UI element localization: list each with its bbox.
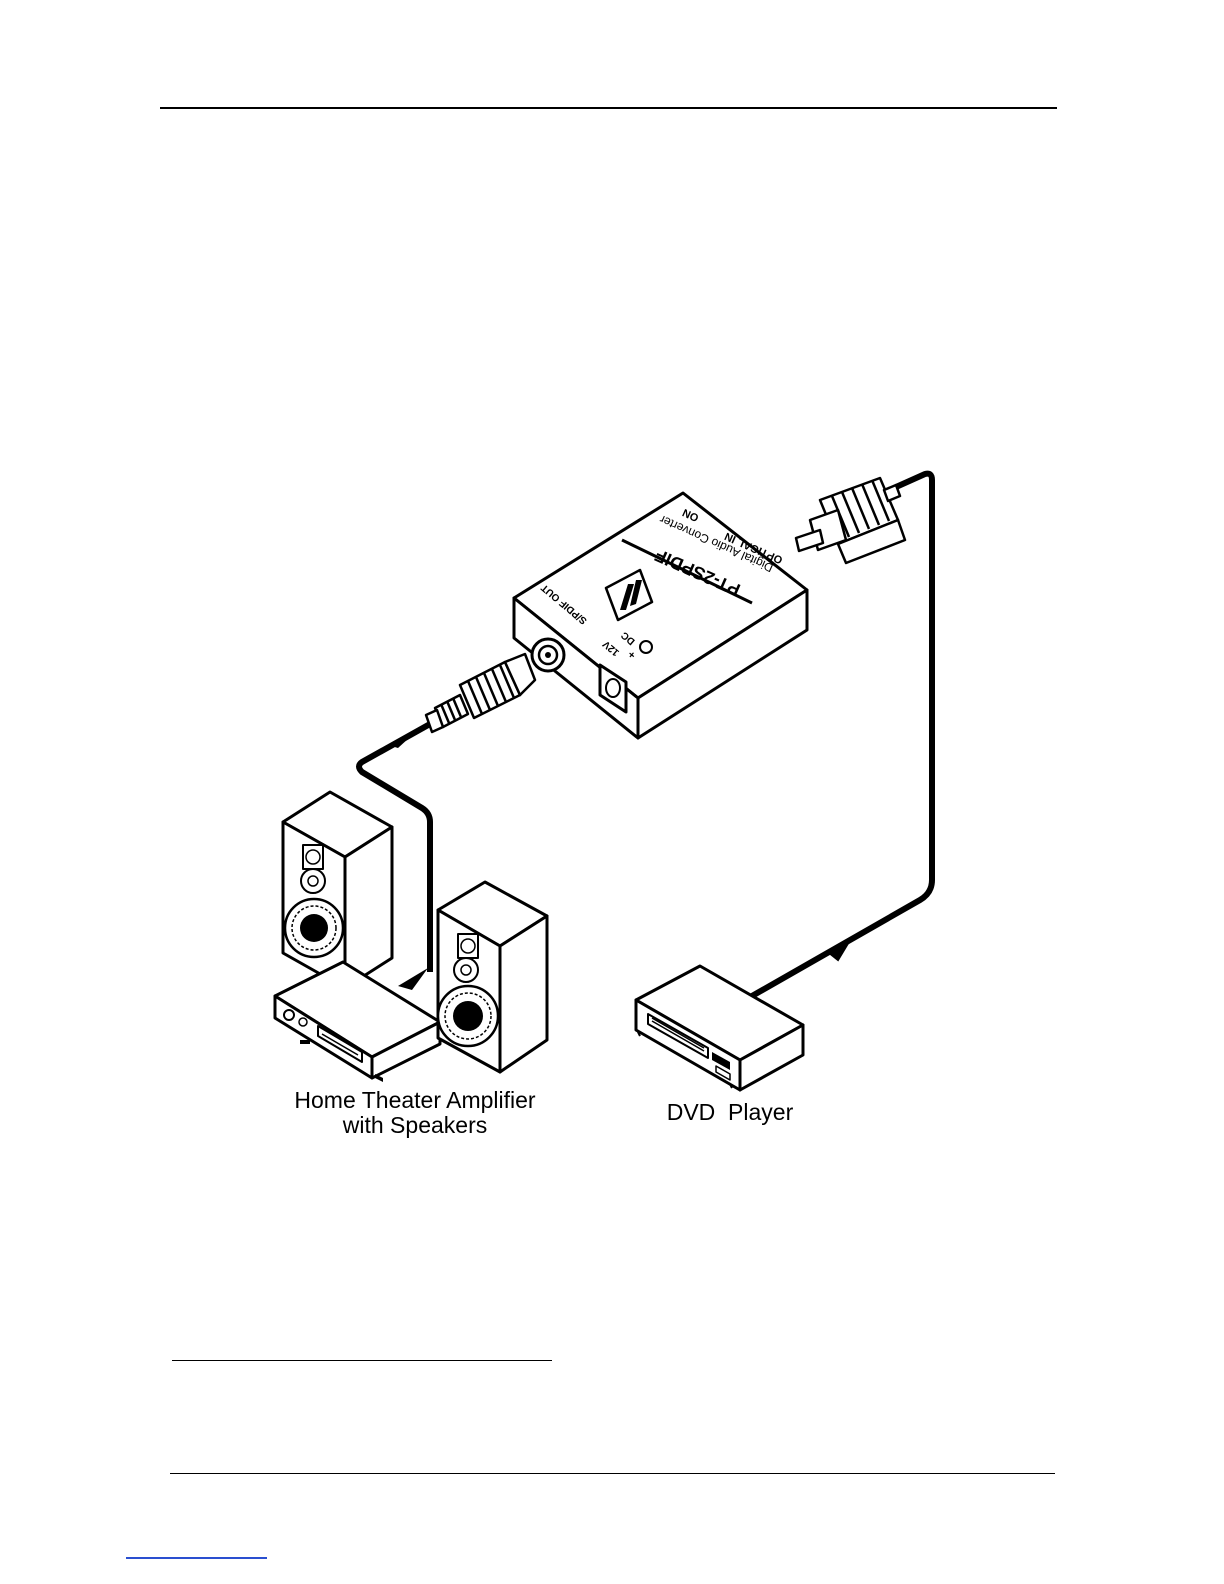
rca-connector: [426, 654, 535, 732]
amplifier-caption: Home Theater Amplifier with Speakers: [262, 1088, 568, 1138]
converter-box: [514, 493, 807, 738]
optical-connector: [796, 478, 905, 563]
hyperlink-underline[interactable]: [126, 1557, 267, 1559]
footnote-rule: [172, 1360, 552, 1361]
polarity-symbol: [640, 641, 652, 653]
right-speaker: [438, 882, 547, 1072]
spdif-output-jack: [532, 639, 564, 671]
coaxial-end-arrow: [398, 968, 428, 990]
left-speaker: [283, 792, 392, 988]
footer-rule: [170, 1473, 1055, 1474]
coaxial-direction-arrow: [388, 728, 420, 748]
dvd-player-caption: DVD Player: [640, 1100, 820, 1125]
